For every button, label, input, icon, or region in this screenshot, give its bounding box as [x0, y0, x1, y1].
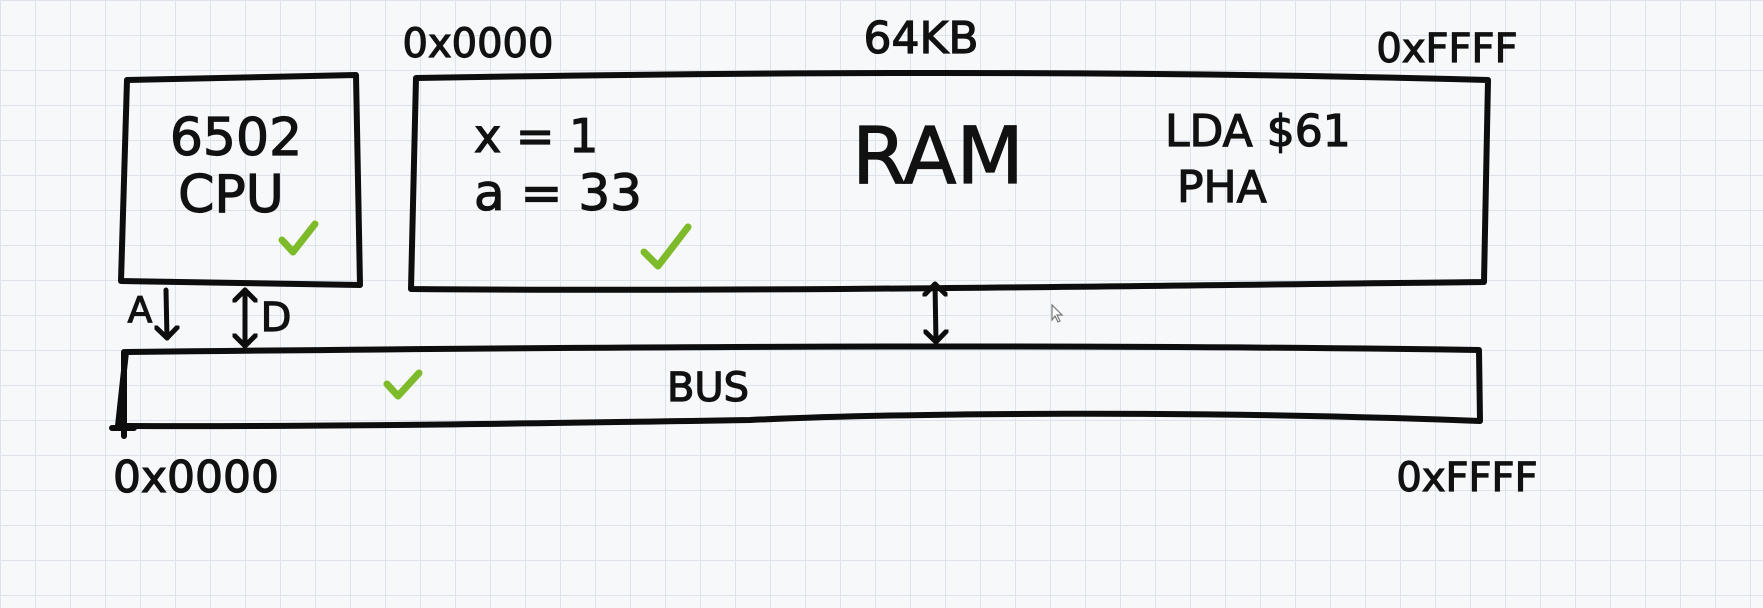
bus-start-address: 0x0000 [113, 452, 279, 503]
ram-variable: x = 1 [474, 109, 598, 163]
address-line-arrow [166, 287, 167, 341]
ram-end-address: 0xFFFF [1376, 26, 1517, 72]
bus-block: BUS 0x0000 0xFFFF [109, 343, 1538, 504]
ram-box [408, 70, 1491, 293]
check-icon [278, 220, 319, 256]
mouse-pointer-icon [1051, 303, 1064, 323]
ram-code-line: PHA [1177, 162, 1267, 213]
address-line-label: A [128, 290, 153, 331]
ram-label: RAM [852, 112, 1024, 202]
bus-end-address: 0xFFFF [1396, 455, 1537, 501]
check-icon [383, 369, 423, 400]
cpu-box [118, 72, 363, 288]
check-icon [640, 223, 692, 270]
ram-block: 0x0000 64KB 0xFFFF x = 1 a = 33 RAM LDA … [402, 12, 1518, 293]
cpu-model-label: 6502 [170, 108, 302, 168]
ram-size-label: 64KB [863, 13, 978, 64]
ram-bus-arrow [935, 281, 936, 345]
bus-label: BUS [667, 365, 749, 411]
cpu-label: CPU [178, 165, 284, 225]
bus-box [115, 343, 1483, 430]
data-line-label: D [261, 295, 292, 341]
ram-code-line: LDA $61 [1165, 106, 1351, 157]
cpu-block: 6502 CPU [118, 72, 363, 288]
bus-connections: A D [127, 281, 936, 349]
ram-start-address: 0x0000 [403, 21, 554, 67]
ram-variable: a = 33 [474, 164, 642, 222]
